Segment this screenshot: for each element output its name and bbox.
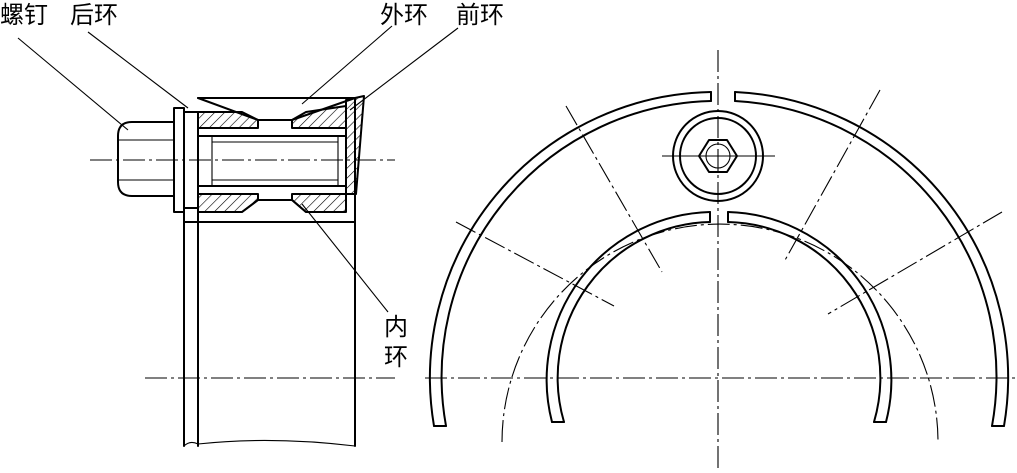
outer-ring-taper-top bbox=[197, 97, 356, 121]
bolt-pitch-circle bbox=[501, 223, 939, 443]
leader-outer-ring bbox=[301, 25, 393, 105]
outer-ring-outer-arc-right bbox=[734, 91, 1010, 427]
label-rear-ring: 后环 bbox=[70, 1, 118, 29]
label-screw: 螺钉 bbox=[0, 1, 48, 29]
screw-head bbox=[117, 121, 175, 197]
inner-ring-outer-arc-right bbox=[727, 211, 893, 423]
radial-centerline bbox=[565, 105, 663, 273]
break-line bbox=[197, 439, 356, 447]
radial-centerline bbox=[455, 221, 615, 307]
break-line bbox=[183, 441, 199, 447]
radial-centerline bbox=[827, 211, 1003, 315]
leader-screw bbox=[17, 37, 129, 131]
front-ring-section-bottom bbox=[291, 193, 347, 213]
rear-ring-section-top bbox=[197, 111, 259, 129]
sleeve-outline-right bbox=[197, 97, 356, 447]
radial-centerline bbox=[783, 89, 881, 263]
section-view bbox=[17, 25, 459, 447]
leader-front-ring bbox=[349, 27, 459, 111]
outer-ring-inner-arc-left bbox=[440, 100, 712, 427]
leader-rear-ring bbox=[87, 31, 189, 109]
end-view bbox=[425, 50, 1017, 470]
rear-ring-collar bbox=[183, 111, 199, 209]
inner-ring-inner-arc-right bbox=[727, 221, 882, 423]
label-outer-ring: 外环 bbox=[380, 1, 428, 29]
inner-ring-outer-arc-left bbox=[545, 211, 711, 423]
inner-ring-inner-arc-left bbox=[556, 221, 711, 423]
label-inner-ring: 内环 bbox=[384, 313, 408, 371]
label-front-ring: 前环 bbox=[456, 1, 504, 29]
outer-ring-taper-bottom bbox=[241, 199, 307, 213]
leader-inner-ring bbox=[301, 203, 389, 313]
outer-ring-outer-arc-left bbox=[428, 91, 712, 427]
front-ring-lip bbox=[345, 95, 365, 195]
rear-ring-section-bottom bbox=[197, 193, 259, 213]
outer-ring-inner-arc-right bbox=[734, 100, 998, 427]
